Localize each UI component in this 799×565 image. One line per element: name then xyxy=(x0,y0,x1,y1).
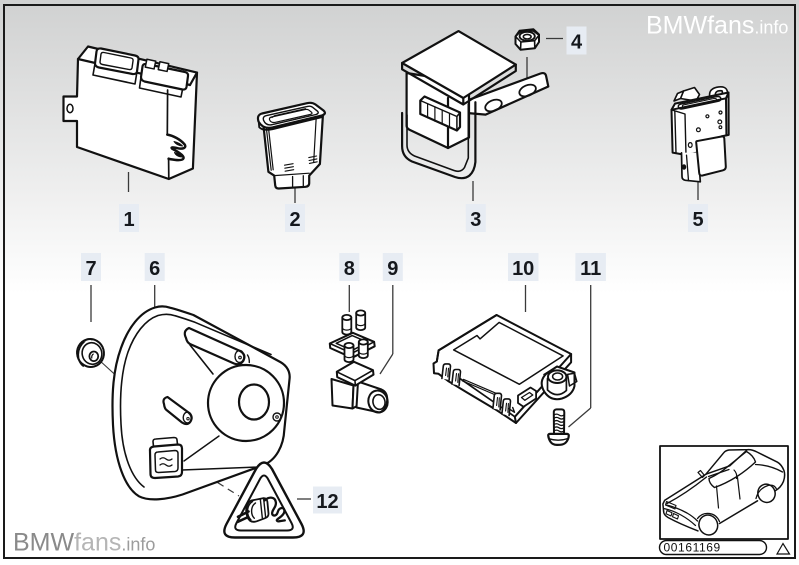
svg-text:3: 3 xyxy=(470,209,481,231)
svg-text:11: 11 xyxy=(580,258,601,280)
svg-text:10: 10 xyxy=(512,258,534,280)
svg-text:4: 4 xyxy=(571,32,583,54)
svg-text:6: 6 xyxy=(149,258,160,280)
svg-text:8: 8 xyxy=(344,258,355,280)
svg-text:9: 9 xyxy=(387,258,398,280)
svg-text:12: 12 xyxy=(316,491,338,513)
svg-text:00161169: 00161169 xyxy=(664,541,721,555)
svg-text:2: 2 xyxy=(289,209,300,231)
svg-text:7: 7 xyxy=(85,258,96,280)
svg-text:5: 5 xyxy=(692,209,703,231)
svg-text:1: 1 xyxy=(123,209,134,231)
